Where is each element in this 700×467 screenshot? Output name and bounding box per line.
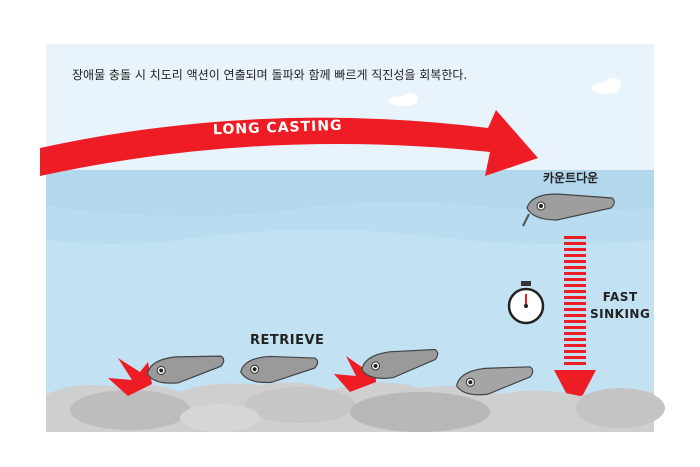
lure-icon — [522, 193, 615, 227]
sinking-dash — [564, 272, 586, 275]
fast-sinking-label: FAST SINKING — [590, 289, 650, 323]
countdown-label: 카운트다운 — [543, 171, 599, 185]
sinking-dash — [564, 356, 586, 359]
sinking-dash — [564, 302, 586, 305]
sinking-dash — [564, 242, 586, 245]
sinking-dash — [564, 320, 586, 323]
sinking-dash — [564, 308, 586, 311]
lure-icon — [361, 348, 439, 379]
water-wave-band — [46, 201, 654, 245]
fast-sinking-arrowhead — [554, 370, 596, 410]
impact-burst-icon — [334, 356, 376, 392]
sinking-dash — [564, 290, 586, 293]
sinking-dash — [564, 332, 586, 335]
lure-icon — [240, 355, 319, 384]
lure-icon — [146, 355, 225, 384]
fast-sinking-arrow — [564, 236, 586, 365]
caption-text: 장애물 충돌 시 치도리 액션이 연출되며 돌파와 함께 빠르게 직진성을 회복… — [72, 68, 468, 82]
sinking-dash — [564, 236, 586, 239]
lure-icon — [456, 366, 534, 396]
sinking-dash — [564, 254, 586, 257]
rock-bed — [46, 382, 665, 432]
sinking-dash — [564, 338, 586, 341]
sinking-dash — [564, 314, 586, 317]
sinking-dash — [564, 278, 586, 281]
sinking-dash — [564, 326, 586, 329]
long-casting-arrow — [40, 110, 538, 176]
sinking-dash — [564, 362, 586, 365]
sinking-dash — [564, 284, 586, 287]
retrieve-label: RETRIEVE — [250, 333, 325, 348]
sinking-dash — [564, 248, 586, 251]
water-wave-band — [46, 170, 654, 217]
sinking-dash — [564, 344, 586, 347]
impact-burst-icon — [108, 358, 152, 396]
fast-sinking-line2: SINKING — [590, 307, 651, 321]
fast-sinking-line1: FAST — [602, 290, 638, 304]
sinking-dash — [564, 260, 586, 263]
sinking-dash — [564, 350, 586, 353]
sinking-dash — [564, 266, 586, 269]
stopwatch-icon — [507, 281, 545, 325]
sinking-dash — [564, 296, 586, 299]
